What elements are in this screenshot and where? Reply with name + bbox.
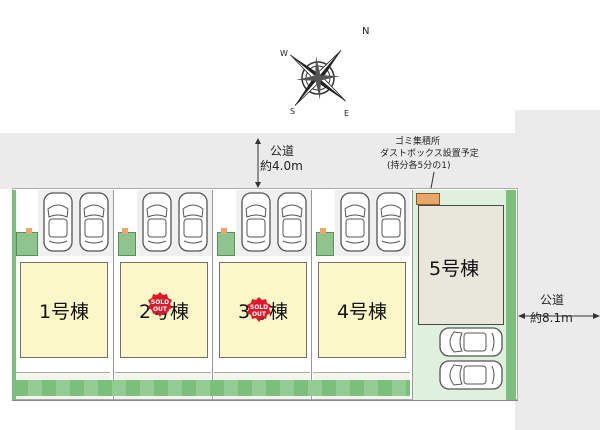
house-lot-1[interactable]: 1号棟	[20, 262, 108, 358]
compass-w-label: W	[280, 49, 288, 58]
meter-box-icon	[221, 228, 227, 234]
house-lot-5[interactable]: 5号棟	[418, 205, 504, 325]
sold-out-badge-lot-3: SOLD OUT	[246, 297, 272, 323]
compass-n-label: N	[362, 26, 369, 37]
car-icon	[439, 360, 503, 390]
road-top-width: 約4.0m	[260, 159, 303, 173]
car-icon	[277, 192, 307, 252]
sold-out-badge-lot-3-line2: OUT	[252, 311, 267, 318]
sold-out-badge-lot-2-line1: SOLD	[151, 299, 169, 306]
car-icon	[43, 192, 73, 252]
trash-note-line3: (持分各5分の1)	[387, 161, 451, 171]
lot-divider	[113, 190, 114, 400]
hedge-row	[12, 190, 16, 400]
road-top-width-arrow	[253, 138, 263, 188]
house-lot-1-label: 1号棟	[38, 300, 90, 323]
meter-box-icon	[26, 228, 32, 234]
trash-box-icon[interactable]	[416, 193, 440, 205]
site-boundary-bottom	[12, 400, 518, 401]
lot-5-hedge	[506, 190, 516, 400]
meter-box-icon	[320, 228, 326, 234]
trash-note-line2: ダストボックス設置予定	[380, 149, 479, 159]
lot-divider	[311, 190, 312, 400]
lot-divider	[212, 190, 213, 400]
car-icon	[340, 192, 370, 252]
house-lot-4-label: 4号棟	[336, 300, 388, 323]
road-right-width-arrow	[518, 307, 600, 319]
sold-out-badge-lot-2: SOLD OUT	[147, 292, 173, 318]
car-icon	[241, 192, 271, 252]
road-right	[515, 110, 600, 430]
sold-out-badge-lot-3-line1: SOLD	[250, 304, 268, 311]
compass-rose: N W S E	[270, 20, 380, 120]
car-icon	[439, 327, 503, 357]
trash-note-line1: ゴミ集積所	[395, 137, 441, 147]
sold-out-badge-lot-2-line2: OUT	[153, 306, 168, 313]
car-icon	[376, 192, 406, 252]
car-icon	[79, 192, 109, 252]
meter-box-icon	[122, 228, 128, 234]
house-lot-5-label: 5号棟	[429, 258, 480, 280]
road-top-name: 公道	[270, 144, 295, 158]
road-right-name: 公道	[540, 293, 565, 307]
car-icon	[178, 192, 208, 252]
road-right-width: 約8.1m	[530, 311, 573, 325]
car-icon	[142, 192, 172, 252]
compass-s-label: S	[290, 107, 295, 116]
compass-icon: N W S E	[280, 26, 369, 118]
house-lot-4[interactable]: 4号棟	[318, 262, 406, 358]
hedge-row	[14, 380, 410, 396]
compass-e-label: E	[344, 109, 349, 118]
